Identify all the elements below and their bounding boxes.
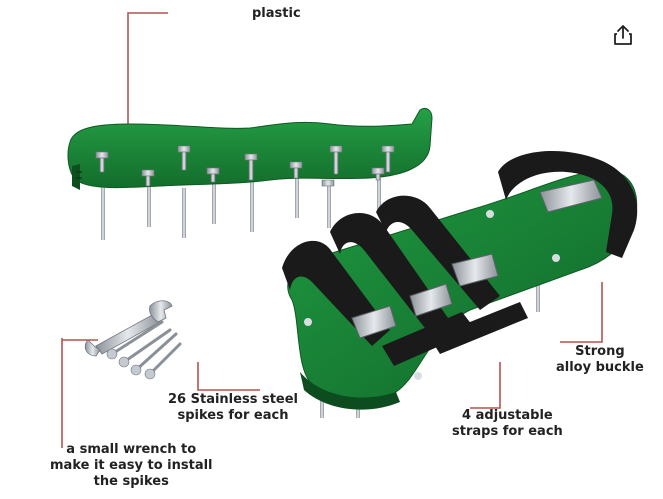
left-sandal-spike-heads	[95, 145, 395, 187]
label-spikes: 26 Stainless steel spikes for each	[168, 392, 298, 423]
label-straps: 4 adjustable straps for each	[452, 408, 563, 439]
right-spiked-sandal	[282, 150, 638, 418]
left-spiked-sandal	[67, 107, 433, 240]
left-sandal-spikes	[101, 178, 381, 240]
share-button[interactable]	[610, 22, 636, 48]
wrench-and-spikes	[84, 300, 182, 380]
share-icon	[614, 25, 632, 45]
right-sandal-buckles	[351, 179, 603, 339]
callout-lines	[61, 12, 603, 448]
label-wrench: a small wrench to make it easy to instal…	[50, 442, 213, 489]
label-plastic: plastic	[252, 6, 301, 21]
label-buckle: Strong alloy buckle	[556, 344, 644, 375]
